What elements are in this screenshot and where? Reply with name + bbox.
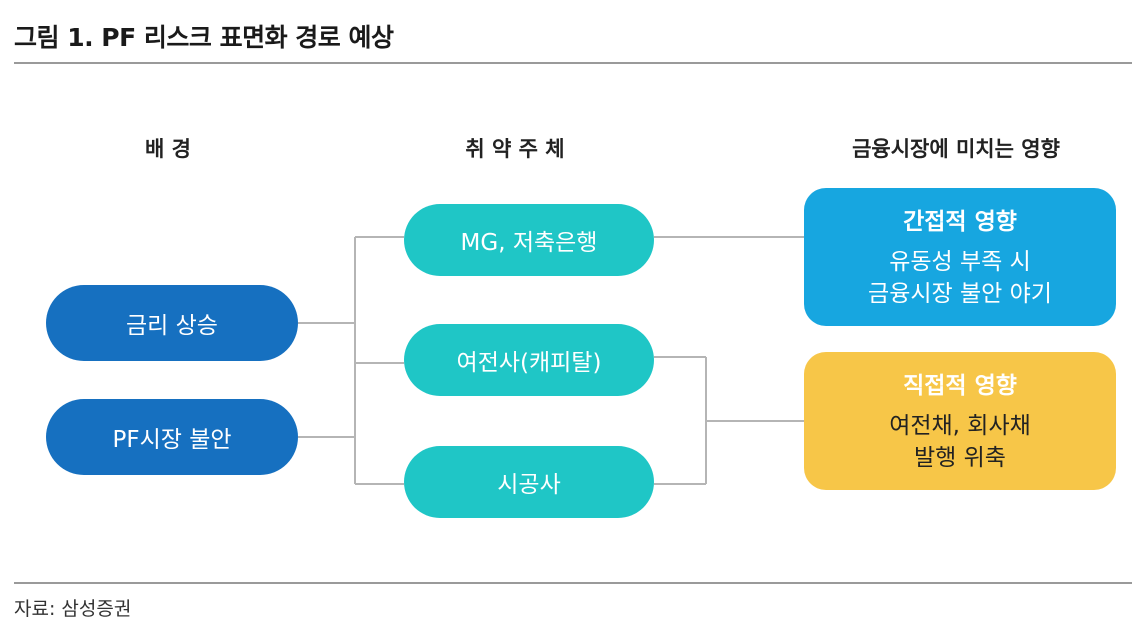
source-note: 자료: 삼성증권	[14, 598, 132, 620]
direct-impact-line-1: 여전채, 회사채	[889, 413, 1031, 439]
vulnerable-item-construction: 시공사	[404, 446, 654, 518]
vulnerable-item-capital: 여전사(캐피탈)	[404, 324, 654, 396]
indirect-impact-box: 간접적 영향 유동성 부족 시 금융시장 불안 야기	[804, 188, 1116, 326]
direct-impact-line-2: 발행 위축	[914, 445, 1006, 471]
column-header-vulnerable: 취 약 주 체	[465, 137, 565, 161]
background-item-pf-unrest: PF시장 불안	[46, 399, 298, 475]
direct-impact-box: 직접적 영향 여전채, 회사채 발행 위축	[804, 352, 1116, 490]
indirect-impact-heading: 간접적 영향	[903, 209, 1017, 235]
indirect-impact-line-1: 유동성 부족 시	[889, 249, 1031, 275]
background-item-rate-rise: 금리 상승	[46, 285, 298, 361]
bottom-divider	[14, 582, 1132, 584]
indirect-impact-line-2: 금융시장 불안 야기	[868, 281, 1052, 307]
vulnerable-item-mg-savings-bank: MG, 저축은행	[404, 204, 654, 276]
column-header-background: 배 경	[145, 137, 191, 161]
figure-title: 그림 1. PF 리스크 표면화 경로 예상	[14, 23, 394, 52]
direct-impact-heading: 직접적 영향	[903, 373, 1017, 399]
top-divider	[14, 62, 1132, 64]
column-header-impact: 금융시장에 미치는 영향	[852, 137, 1060, 161]
